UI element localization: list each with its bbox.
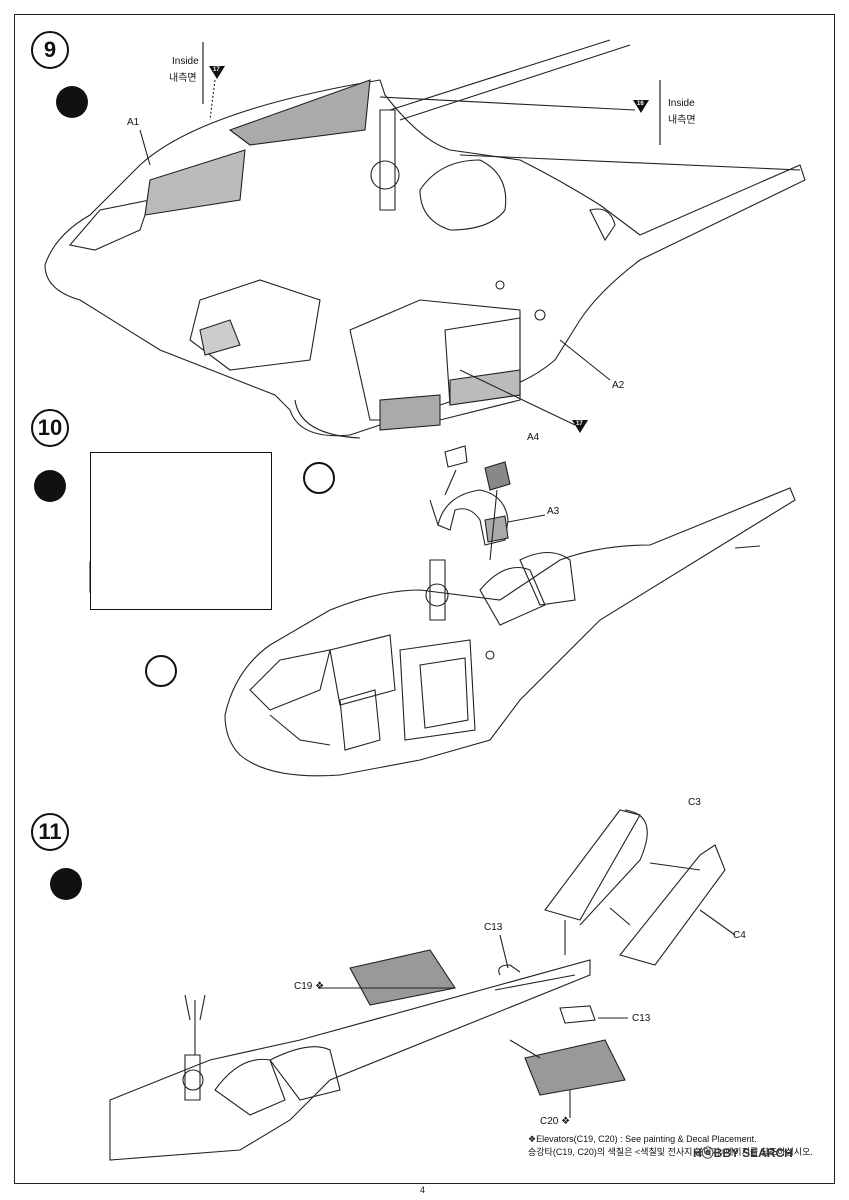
detail-inset-frame xyxy=(90,452,272,610)
paint-brush-icon xyxy=(34,470,66,502)
part-label-a4: A4 xyxy=(527,432,540,443)
part-label-c13-right: C13 xyxy=(632,1013,651,1024)
footnote-ko: 승강타(C19, C20)의 색칠은 <색칠및 전사지 붙이기>페이지를 참조하… xyxy=(528,1147,813,1157)
part-label-a2: A2 xyxy=(612,380,625,391)
part-label-c19: C19 ❖ xyxy=(294,981,325,992)
paint-brush-icon xyxy=(50,868,82,900)
inside-label-ko: 내측면 xyxy=(169,73,197,84)
watermark: HⓞBBY SEARCH xyxy=(693,1146,793,1160)
step-10-label: 10 xyxy=(37,415,63,440)
part-label-c4: C4 xyxy=(733,930,746,941)
part-label-a3: A3 xyxy=(547,506,560,517)
step11-tailboom-drawing xyxy=(109,809,736,1161)
step9-fuselage-drawing xyxy=(44,39,806,439)
part-label-c3: C3 xyxy=(688,797,701,808)
step-10-number: 10 xyxy=(31,409,69,447)
page-frame xyxy=(14,14,835,1184)
footnote-en: ❖Elevators(C19, C20) : See painting & De… xyxy=(528,1134,757,1144)
inside-label-en: Inside xyxy=(172,56,199,67)
part-label-c20: C20 ❖ xyxy=(540,1116,571,1127)
hobby-knife-icon xyxy=(303,462,335,494)
part-label-a1: A1 xyxy=(127,117,140,128)
inside-label-en-right: Inside xyxy=(668,98,695,109)
paint-brush-icon xyxy=(56,86,88,118)
ref-triangle-16: 16 xyxy=(633,100,649,113)
step-9-number: 9 xyxy=(31,31,69,69)
page-number: 4 xyxy=(420,1185,426,1195)
step10-fuselage-drawing xyxy=(224,487,796,777)
elevator-footnote: ❖Elevators(C19, C20) : See painting & De… xyxy=(528,1133,813,1159)
hobby-knife-icon xyxy=(145,655,177,687)
step-11-number: 11 xyxy=(31,813,69,851)
inside-label-ko-right: 내측면 xyxy=(668,115,696,126)
step-11-label: 11 xyxy=(38,819,62,844)
ref-triangle-17-bottom: 17 xyxy=(572,420,588,433)
part-label-c13-top: C13 xyxy=(484,922,503,933)
step-9-label: 9 xyxy=(43,37,57,62)
ref-triangle-17-top: 17 xyxy=(209,66,225,79)
